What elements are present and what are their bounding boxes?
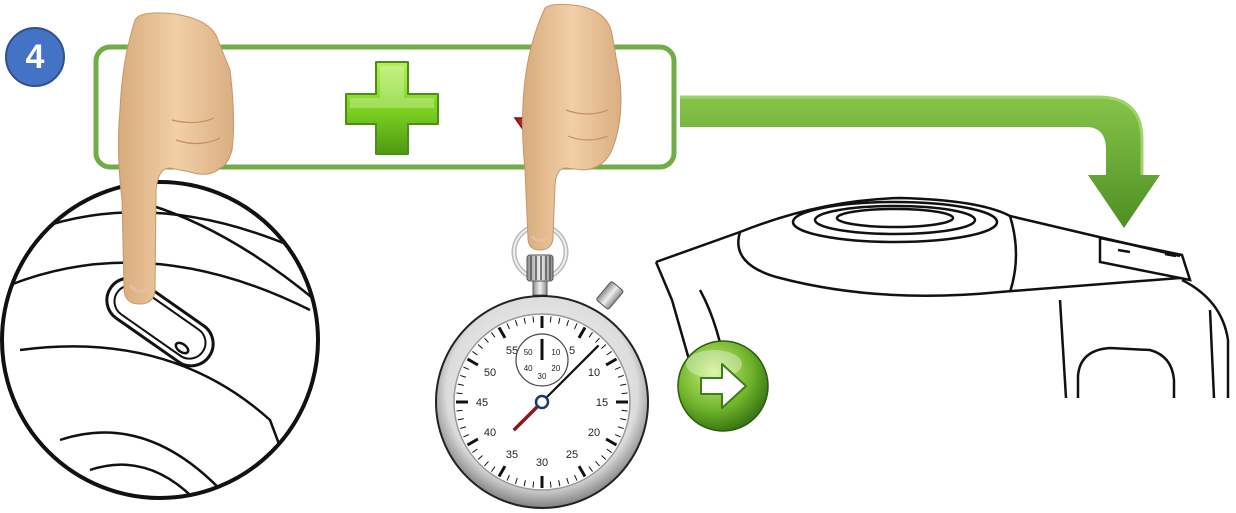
dial-tick: [621, 409, 628, 412]
dial-tick: [620, 418, 627, 421]
dial-tick: [574, 474, 578, 481]
dial-tick: [566, 320, 570, 327]
dial-tick: [460, 374, 467, 378]
dial-tick: [577, 465, 587, 478]
dial-label: 35: [506, 449, 518, 461]
dial-tick: [614, 434, 621, 438]
dial-tick: [472, 351, 478, 356]
dial-tick: [601, 344, 607, 349]
dial-tick: [588, 466, 593, 472]
dial-label: 15: [596, 397, 608, 409]
dial-tick: [472, 448, 478, 453]
dial-label: 10: [588, 367, 600, 379]
sub-dial-label: 40: [524, 364, 533, 373]
stopwatch-hand: [541, 344, 600, 403]
dial-tick: [463, 434, 470, 438]
flow-arrow-icon: [680, 95, 1160, 228]
dial-tick: [614, 366, 621, 370]
sub-dial-label: 30: [538, 372, 547, 381]
dial-tick: [574, 323, 578, 330]
dial-tick: [457, 418, 464, 421]
dial-tick: [506, 323, 510, 330]
dial-tick: [506, 474, 510, 481]
dial-tick: [491, 332, 496, 338]
dial-tick: [523, 317, 526, 324]
dial-tick: [523, 480, 526, 487]
step-number-badge: 4: [5, 27, 65, 87]
dial-tick: [460, 426, 467, 430]
dial-tick: [497, 326, 507, 339]
dial-label: 5: [569, 345, 575, 357]
dial-tick: [466, 357, 479, 367]
right-arrow-icon: [677, 340, 769, 432]
dial-tick: [605, 357, 618, 367]
dial-label: 45: [476, 397, 488, 409]
dial-tick: [457, 383, 464, 386]
dial-tick: [558, 317, 561, 324]
sub-dial-label: 20: [551, 364, 560, 373]
dial-tick: [617, 374, 624, 378]
dial-tick: [595, 337, 600, 343]
dial-tick: [620, 383, 627, 386]
dial-tick: [549, 316, 552, 323]
dial-label: 40: [484, 427, 496, 439]
kettle-detail-circle: [0, 180, 320, 500]
dial-tick: [497, 465, 507, 478]
dial-tick: [617, 426, 624, 430]
dial-tick: [456, 392, 463, 395]
dial-tick: [577, 326, 587, 339]
dial-label: 20: [588, 427, 600, 439]
dial-tick: [514, 320, 518, 327]
sub-dial-label: 10: [551, 348, 560, 357]
dial-tick: [491, 466, 496, 472]
hand-pointer-icon: [522, 3, 622, 251]
power-switch-icon: [105, 276, 215, 368]
dial-tick: [532, 481, 535, 488]
plus-icon: [345, 61, 439, 155]
dial-tick: [532, 316, 535, 323]
dial-tick: [558, 480, 561, 487]
dial-label: 50: [484, 367, 496, 379]
dial-label: 25: [566, 449, 578, 461]
dial-tick: [566, 477, 570, 484]
sub-dial-label: 50: [524, 348, 533, 357]
dial-tick: [601, 455, 607, 460]
instruction-panel: [93, 44, 677, 170]
dial-tick: [456, 409, 463, 412]
dial-label: 55: [506, 345, 518, 357]
dial-tick: [549, 481, 552, 488]
dial-tick: [606, 448, 612, 453]
dial-tick: [588, 332, 593, 338]
dial-tick: [484, 461, 489, 467]
dial-tick: [463, 366, 470, 370]
dial-tick: [606, 351, 612, 356]
dial-tick: [514, 477, 518, 484]
dial-label: 30: [536, 457, 548, 469]
dial-tick: [477, 455, 483, 460]
dial-tick: [595, 461, 600, 467]
dial-tick: [605, 437, 618, 447]
dial-tick: [466, 437, 479, 447]
dial-tick: [621, 392, 628, 395]
dial-tick: [477, 344, 483, 349]
dial-tick: [484, 337, 489, 343]
stopwatch-icon: 5 10 15 20 25 30 35 40 45 50 55 10 20 30 40 50: [435, 223, 649, 509]
hand-pointer-icon: [117, 12, 235, 305]
